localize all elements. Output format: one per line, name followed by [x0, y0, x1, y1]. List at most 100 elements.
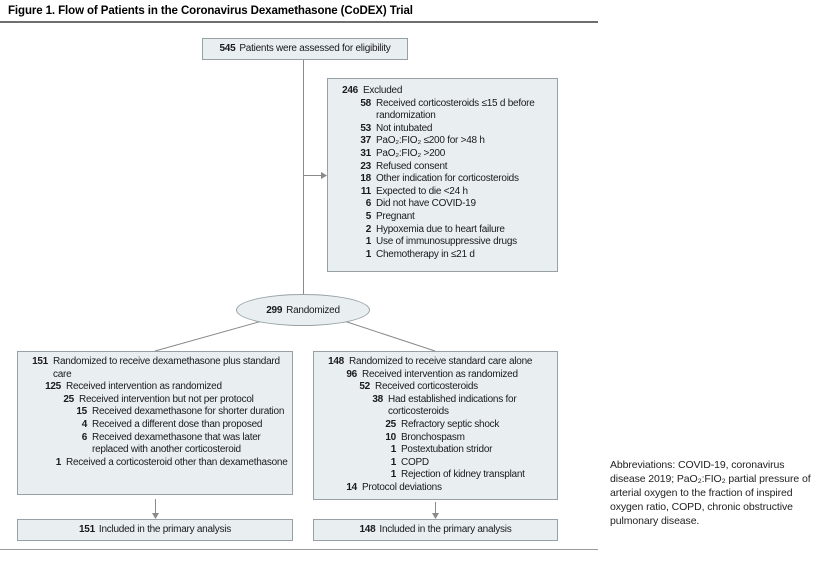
flow-item-count: 5 — [365, 210, 372, 222]
flow-item-count: 6 — [365, 198, 372, 210]
flow-item-count: 1 — [390, 456, 397, 468]
flow-item-count: 18 — [360, 173, 371, 185]
flow-item-count: 1 — [390, 469, 397, 481]
flow-item-label: Received dexamethasone that was later re… — [92, 431, 261, 456]
flow-item-count: 246 — [342, 85, 358, 96]
flow-item-count: 15 — [76, 406, 87, 418]
flow-item-count: 125 — [45, 381, 61, 393]
flow-item-count: 52 — [359, 381, 370, 393]
flow-item: 1 Chemotherapy in ≤21 d — [334, 249, 553, 262]
right-analysis-count: 148 — [359, 523, 376, 535]
flow-item: 23 Refused consent — [334, 161, 553, 174]
flow-item: 246 Excluded — [334, 85, 553, 98]
flow-item-count: 58 — [360, 97, 371, 109]
flow-item-label: Refused consent — [376, 160, 448, 172]
flow-item-label: Bronchospasm — [401, 431, 465, 443]
flow-item: 1 Postextubation stridor — [320, 444, 553, 457]
box-assessed-for-eligibility: 545 Patients were assessed for eligibili… — [202, 38, 408, 60]
flow-item-label: Received a different dose than proposed — [92, 418, 263, 430]
flow-item-count: 96 — [346, 368, 357, 380]
flow-item-label: Received a corticosteroid other than dex… — [66, 456, 288, 468]
flow-item: 58 Received corticosteroids ≤15 d before … — [334, 98, 553, 123]
assessed-count: 545 — [219, 42, 236, 54]
flow-item-count: 11 — [360, 185, 371, 197]
flow-item-label: Received dexamethasone for shorter durat… — [92, 406, 285, 418]
flow-item-label: PaO₂:FIO₂ ≤200 for >48 h — [376, 135, 485, 147]
flow-item: 37 PaO₂:FIO₂ ≤200 for >48 h — [334, 135, 553, 148]
left-analysis-label: Included in the primary analysis — [98, 523, 231, 535]
assessed-label: Patients were assessed for eligibility — [239, 42, 391, 54]
flow-item: 38 Had established indications for cortic… — [320, 394, 553, 419]
flow-item-label: Received intervention as randomized — [362, 368, 518, 380]
flow-item-label: PaO₂:FIO₂ >200 — [376, 147, 446, 159]
flow-item-label: Expected to die <24 h — [376, 185, 468, 197]
line-randomized-to-left — [154, 320, 263, 352]
flow-item: 11 Expected to die <24 h — [334, 186, 553, 199]
flow-item: 15 Received dexamethasone for shorter dur… — [24, 406, 288, 419]
flow-item: 1 Use of immunosuppressive drugs — [334, 236, 553, 249]
flow-item: 1 Received a corticosteroid other than de… — [24, 457, 288, 470]
flow-item-label: Protocol deviations — [362, 481, 442, 493]
randomized-count: 299 — [266, 304, 283, 316]
flow-item: 2 Hypoxemia due to heart failure — [334, 224, 553, 237]
randomized-label: Randomized — [286, 304, 340, 316]
flow-item-label: Refractory septic shock — [401, 418, 500, 430]
box-left-primary-analysis: 151 Included in the primary analysis — [17, 519, 293, 541]
flow-item-count: 1 — [365, 248, 372, 260]
flow-item-count: 23 — [360, 160, 371, 172]
flow-item-count: 10 — [385, 431, 396, 443]
flow-item-label: Received corticosteroids ≤15 d before ra… — [376, 97, 535, 122]
flow-item-count: 14 — [346, 481, 357, 493]
flow-item: 25 Refractory septic shock — [320, 419, 553, 432]
line-randomized-to-right — [343, 320, 436, 352]
flow-item: 96 Received intervention as randomized — [320, 369, 553, 382]
flow-item-count: 38 — [372, 393, 383, 405]
flow-item-count: 25 — [385, 418, 396, 430]
flow-item: 31 PaO₂:FIO₂ >200 — [334, 148, 553, 161]
flow-item-label: Chemotherapy in ≤21 d — [376, 248, 475, 260]
flow-item: 6 Received dexamethasone that was later r… — [24, 432, 288, 457]
flow-item-count: 4 — [81, 418, 88, 430]
flow-item-label: Excluded — [363, 85, 403, 96]
flow-item-label: Did not have COVID-19 — [376, 198, 476, 210]
flow-item-label: Rejection of kidney transplant — [401, 469, 525, 481]
right-analysis-label: Included in the primary analysis — [379, 523, 512, 535]
flow-item: 14 Protocol deviations — [320, 482, 553, 495]
left-analysis-count: 151 — [78, 523, 95, 535]
abbreviations-note: Abbreviations: COVID-19, coronavirus dis… — [610, 459, 811, 527]
flow-item-label: Other indication for corticosteroids — [376, 173, 519, 185]
flow-item: 4 Received a different dose than proposed — [24, 419, 288, 432]
flow-item: 10 Bronchospasm — [320, 432, 553, 445]
flow-item-count: 151 — [32, 356, 48, 367]
flow-item-label: Use of immunosuppressive drugs — [376, 236, 517, 248]
flow-item-count: 37 — [360, 135, 371, 147]
flow-item: 18 Other indication for corticosteroids — [334, 173, 553, 186]
flow-item-label: Received intervention but not per protoc… — [79, 393, 254, 405]
flow-item-count: 2 — [365, 223, 372, 235]
flow-item-label: Postextubation stridor — [401, 444, 493, 456]
flow-item-count: 31 — [360, 147, 371, 159]
flow-item-count: 1 — [390, 444, 397, 456]
flow-item-count: 1 — [365, 236, 372, 248]
flow-item: 52 Received corticosteroids — [320, 381, 553, 394]
title-divider — [0, 21, 598, 23]
flow-item-count: 6 — [81, 431, 88, 443]
flow-item-label: Received corticosteroids — [375, 381, 478, 393]
figure-bottom-divider — [0, 549, 598, 550]
flow-item: 1 Rejection of kidney transplant — [320, 469, 553, 482]
flow-item-label: Randomized to receive standard care alon… — [349, 356, 533, 367]
flow-item-label: Hypoxemia due to heart failure — [376, 223, 505, 235]
flow-item: 6 Did not have COVID-19 — [334, 198, 553, 211]
flow-item-count: 1 — [55, 456, 62, 468]
figure-title: Figure 1. Flow of Patients in the Corona… — [8, 5, 413, 17]
flow-item-label: Had established indications for corticos… — [388, 393, 517, 418]
